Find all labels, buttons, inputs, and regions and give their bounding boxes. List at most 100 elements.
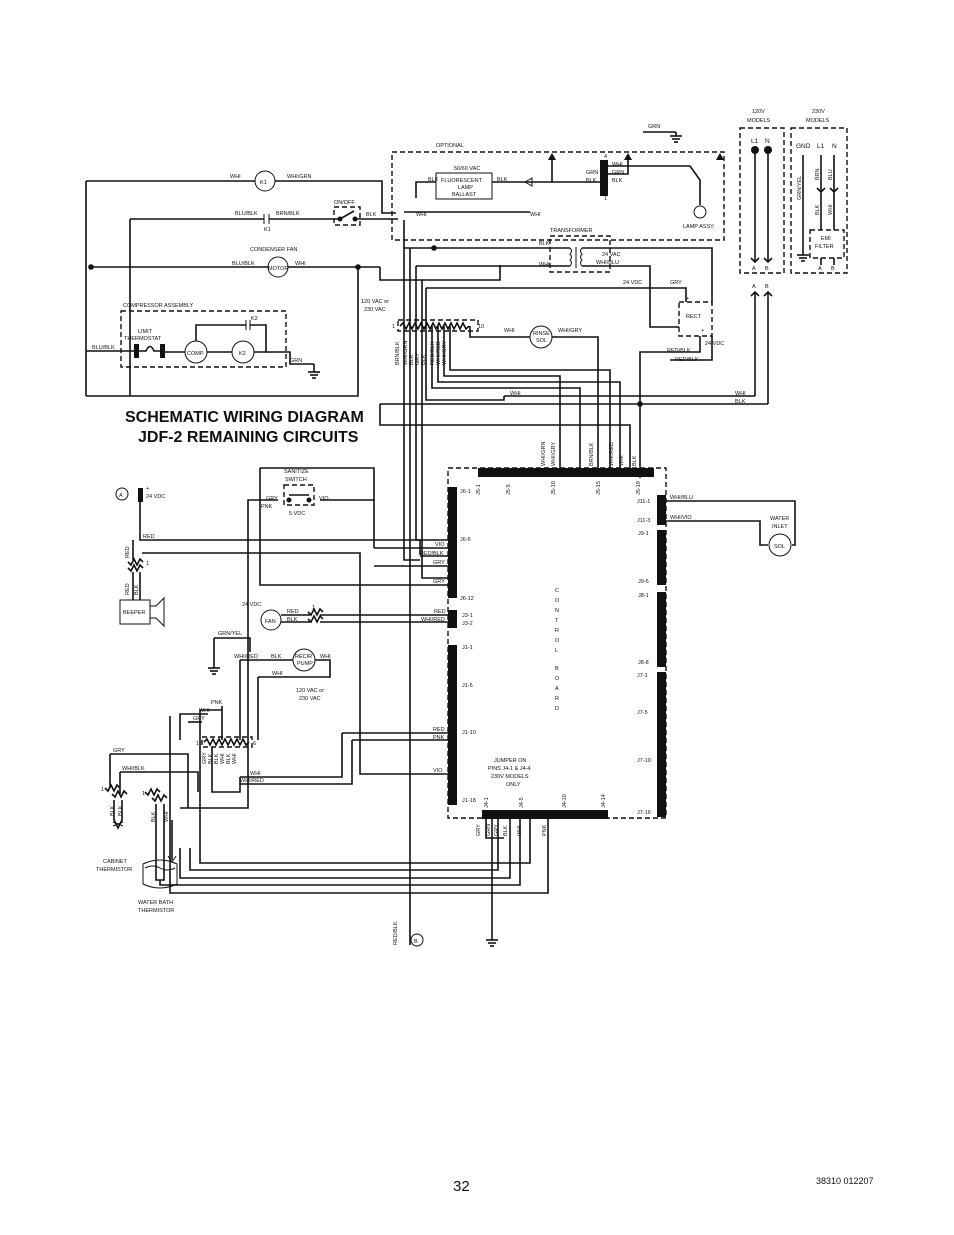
svg-text:120 VAC or: 120 VAC or xyxy=(361,299,389,305)
svg-text:BLK: BLK xyxy=(110,805,116,816)
whi-bus-label: WHI xyxy=(510,391,521,397)
control-board-letter: D xyxy=(555,706,559,712)
power-230v-models: 230V MODELS GND L1 N GRN/YEL BRN BLU BLK… xyxy=(790,109,848,274)
harness-drops xyxy=(379,220,631,945)
control-board-letter: O xyxy=(555,598,560,604)
svg-text:GRN: GRN xyxy=(648,124,660,130)
svg-text:230V MODELS: 230V MODELS xyxy=(491,774,529,780)
main-loop xyxy=(86,267,359,397)
six-pin-wire-label: WHI xyxy=(232,753,238,764)
svg-text:THERMOSTAT: THERMOSTAT xyxy=(124,336,162,342)
pin-label-j7: J7-16 xyxy=(637,810,651,816)
svg-text:ON/OFF: ON/OFF xyxy=(334,200,355,206)
svg-text:WHI/GRN: WHI/GRN xyxy=(287,174,311,180)
svg-text:WHI: WHI xyxy=(612,162,623,168)
svg-text:WHI: WHI xyxy=(504,328,515,334)
pin-label-j11: J11-3 xyxy=(637,518,650,524)
svg-text:B: B xyxy=(831,266,835,272)
svg-text:WHI: WHI xyxy=(230,174,241,180)
svg-text:K2: K2 xyxy=(251,316,258,322)
harness-wire-label: BLK xyxy=(409,354,415,365)
svg-text:WHI: WHI xyxy=(530,212,541,218)
svg-text:BLU: BLU xyxy=(828,169,834,180)
svg-text:VIO: VIO xyxy=(435,542,445,548)
svg-text:LIMIT: LIMIT xyxy=(138,329,153,335)
svg-text:WATER: WATER xyxy=(770,516,789,522)
svg-text:WHI: WHI xyxy=(164,811,170,822)
j5-wire-label: WHI xyxy=(619,455,625,466)
svg-text:L1: L1 xyxy=(751,138,759,145)
svg-text:WHI: WHI xyxy=(416,212,427,218)
red-blk-label: RED/BLK xyxy=(393,921,399,945)
j1-connector xyxy=(448,645,457,805)
svg-text:1: 1 xyxy=(142,791,145,797)
svg-text:120V: 120V xyxy=(752,109,765,115)
svg-text:24 VDC: 24 VDC xyxy=(242,602,261,608)
j3-connector xyxy=(448,610,457,628)
water-inlet-solenoid: WHI/BLU WHI/VIO WATER INLET SOL xyxy=(666,495,796,557)
svg-text:+: + xyxy=(701,328,704,334)
control-board-letter: B xyxy=(555,666,559,672)
diagram-title-line2: JDF-2 REMAINING CIRCUITS xyxy=(138,429,359,446)
svg-text:VIO: VIO xyxy=(433,768,443,774)
pin-label-j6: J6-1 xyxy=(460,489,471,495)
svg-text:LAMP ASSY.: LAMP ASSY. xyxy=(683,224,715,230)
pin-label-j4: J4-1 xyxy=(484,797,490,808)
svg-text:5 VDC: 5 VDC xyxy=(289,511,305,517)
svg-text:VIO: VIO xyxy=(319,496,329,502)
pin-label-j3: J3-1 xyxy=(462,613,473,619)
svg-text:RED: RED xyxy=(287,609,299,615)
harness-wire-label: BLK xyxy=(421,354,427,365)
j4-wire-label: PNK xyxy=(542,824,548,836)
harness-wire-label: WHI/GRY xyxy=(442,341,448,365)
six-pin-wire-label: BLK xyxy=(214,753,220,764)
j9-connector xyxy=(657,530,666,585)
svg-text:PUMP: PUMP xyxy=(297,661,313,667)
water-bath-thermistor: 1 BLK WHI WATER BATH THERMISTOR xyxy=(138,787,178,914)
svg-text:RED/BLK: RED/BLK xyxy=(675,357,699,363)
svg-text:1: 1 xyxy=(392,324,395,330)
control-board-letter: C xyxy=(555,588,559,594)
control-board-letter: R xyxy=(555,696,559,702)
six-pin-wire-label: BLK xyxy=(226,753,232,764)
control-board-letter: O xyxy=(555,676,560,682)
svg-text:4: 4 xyxy=(604,154,607,160)
optional-lamp-section: OPTIONAL GRN 50/60 VAC FLUORESCENT LAMP … xyxy=(391,124,725,241)
svg-text:GRY: GRY xyxy=(193,716,205,722)
svg-text:BLU/BLK: BLU/BLK xyxy=(235,211,258,217)
pin-label-j6: J6-6 xyxy=(460,537,471,543)
svg-text:120 VAC or: 120 VAC or xyxy=(296,688,324,694)
svg-text:GRY: GRY xyxy=(433,579,445,585)
control-board-letter: R xyxy=(555,628,559,634)
sanitize-switch: SANITIZE SWITCH GRY PNK VIO 5 VDC xyxy=(180,467,375,809)
j6-wiring: VIO RED/BLK GRY GRY xyxy=(374,542,448,586)
svg-text:COMPRESSOR ASSEMBLY: COMPRESSOR ASSEMBLY xyxy=(123,303,194,309)
svg-text:BLK: BLK xyxy=(134,584,140,595)
svg-text:THERMISTOR: THERMISTOR xyxy=(96,867,132,873)
svg-text:RINSE: RINSE xyxy=(533,331,550,337)
svg-text:1: 1 xyxy=(312,605,315,611)
pin-label-j4: J4-14 xyxy=(601,794,607,808)
j4-runs xyxy=(159,709,549,947)
j8-connector xyxy=(657,592,666,667)
j4-wire-label: GRY xyxy=(494,824,500,836)
j7-connector xyxy=(657,672,666,817)
svg-text:24 VDC: 24 VDC xyxy=(705,341,724,347)
svg-text:MOTOR: MOTOR xyxy=(268,266,288,272)
svg-text:WHI: WHI xyxy=(539,262,550,268)
svg-text:BLK: BLK xyxy=(612,178,623,184)
svg-text:BLK: BLK xyxy=(151,811,157,822)
pin-label-j5: J5-19 xyxy=(636,481,642,495)
svg-text:MODELS: MODELS xyxy=(747,118,771,124)
j4-connector xyxy=(482,810,608,819)
j5-wire-label: WHI/GRY xyxy=(551,442,557,466)
svg-text:FLUORESCENT: FLUORESCENT xyxy=(441,178,483,184)
diagram-title-line1: SCHEMATIC WIRING DIAGRAM xyxy=(125,409,364,426)
svg-text:RECT: RECT xyxy=(686,314,702,320)
svg-text:RED: RED xyxy=(143,534,155,540)
svg-text:RED/BLK: RED/BLK xyxy=(420,551,444,557)
svg-text:BRN: BRN xyxy=(815,168,821,180)
pin-label-j3: J3-2 xyxy=(462,621,473,627)
svg-text:COMP.: COMP. xyxy=(187,351,205,357)
